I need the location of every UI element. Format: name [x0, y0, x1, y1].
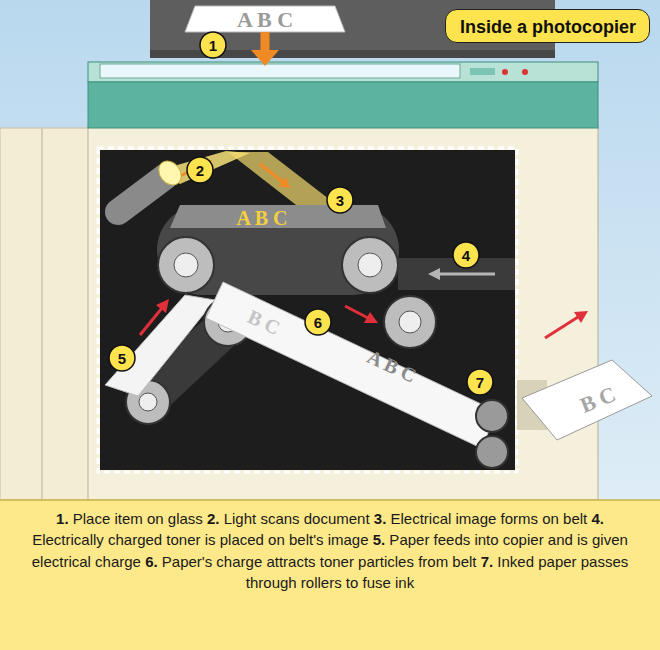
- title-text: Inside a photocopier: [460, 17, 636, 38]
- arrow-shaft: [345, 306, 368, 318]
- callout-number: 1: [209, 38, 217, 53]
- callout-circle: [187, 157, 213, 183]
- copier-body: [88, 125, 598, 500]
- interior: [100, 150, 515, 470]
- arrow-head: [364, 312, 378, 323]
- step-number: 7.: [481, 553, 494, 570]
- callout-circle: [200, 32, 226, 58]
- fuser-roller: [476, 436, 508, 468]
- cabinet-seam: [41, 128, 43, 500]
- fuser-roller: [476, 400, 508, 432]
- arrow-shaft: [140, 308, 162, 335]
- callout-number: 5: [118, 351, 126, 366]
- roller: [384, 296, 436, 348]
- callout-circle: [109, 345, 135, 371]
- top-surface: [88, 62, 598, 82]
- callout-circle: [327, 187, 353, 213]
- roller-hub: [174, 253, 198, 277]
- arrow-shaft: [545, 317, 578, 338]
- sorter-cabinet: [0, 128, 100, 500]
- band-edge: [0, 499, 660, 501]
- callout-number: 7: [476, 375, 484, 390]
- lamp: [118, 176, 166, 212]
- belt: [157, 205, 399, 295]
- roller: [158, 237, 214, 293]
- arrow-head: [156, 299, 169, 313]
- callout-circle: [453, 242, 479, 268]
- step-number: 5.: [373, 531, 386, 548]
- step-number: 4.: [591, 510, 604, 527]
- arrow-head: [278, 177, 290, 188]
- roller: [342, 237, 398, 293]
- button: [522, 69, 528, 75]
- paper-sheet: [206, 282, 498, 448]
- document-paper: [185, 6, 345, 32]
- caption-band: [0, 500, 660, 650]
- arrow-head: [251, 50, 279, 66]
- roller-hub: [358, 253, 382, 277]
- step-number: 6.: [145, 553, 158, 570]
- step-number: 1.: [56, 510, 69, 527]
- glass: [100, 64, 460, 78]
- button: [502, 69, 508, 75]
- step-number: 2.: [207, 510, 220, 527]
- arrow-shaft: [261, 32, 270, 52]
- callout-number: 2: [196, 163, 204, 178]
- cutaway-border: [98, 148, 517, 472]
- belt-surface: [170, 205, 386, 228]
- callout-number: 3: [336, 193, 344, 208]
- callout-circle: [305, 309, 331, 335]
- top-front-panel: [88, 82, 598, 128]
- caption-text: 1. Place item on glass 2. Light scans do…: [20, 508, 640, 593]
- arrow-shaft: [260, 164, 284, 183]
- lamp-bulb: [154, 157, 186, 190]
- step-number: 3.: [374, 510, 387, 527]
- roller-hub: [139, 393, 157, 411]
- belt-image-text: A B C: [236, 208, 287, 228]
- control-panel: [470, 68, 495, 75]
- callout-number: 4: [462, 248, 470, 263]
- callout-number: 6: [314, 315, 322, 330]
- arrow-shaft: [438, 273, 495, 276]
- callout-circle: [467, 369, 493, 395]
- paper-feed: [105, 295, 215, 396]
- arrow-head: [428, 268, 440, 280]
- roller-hub: [399, 311, 421, 333]
- document-text: A B C: [237, 9, 293, 31]
- arrow-head: [574, 311, 588, 323]
- title-box: Inside a photocopier: [445, 9, 650, 43]
- output-paper: [522, 360, 652, 440]
- light-beam: [228, 152, 338, 208]
